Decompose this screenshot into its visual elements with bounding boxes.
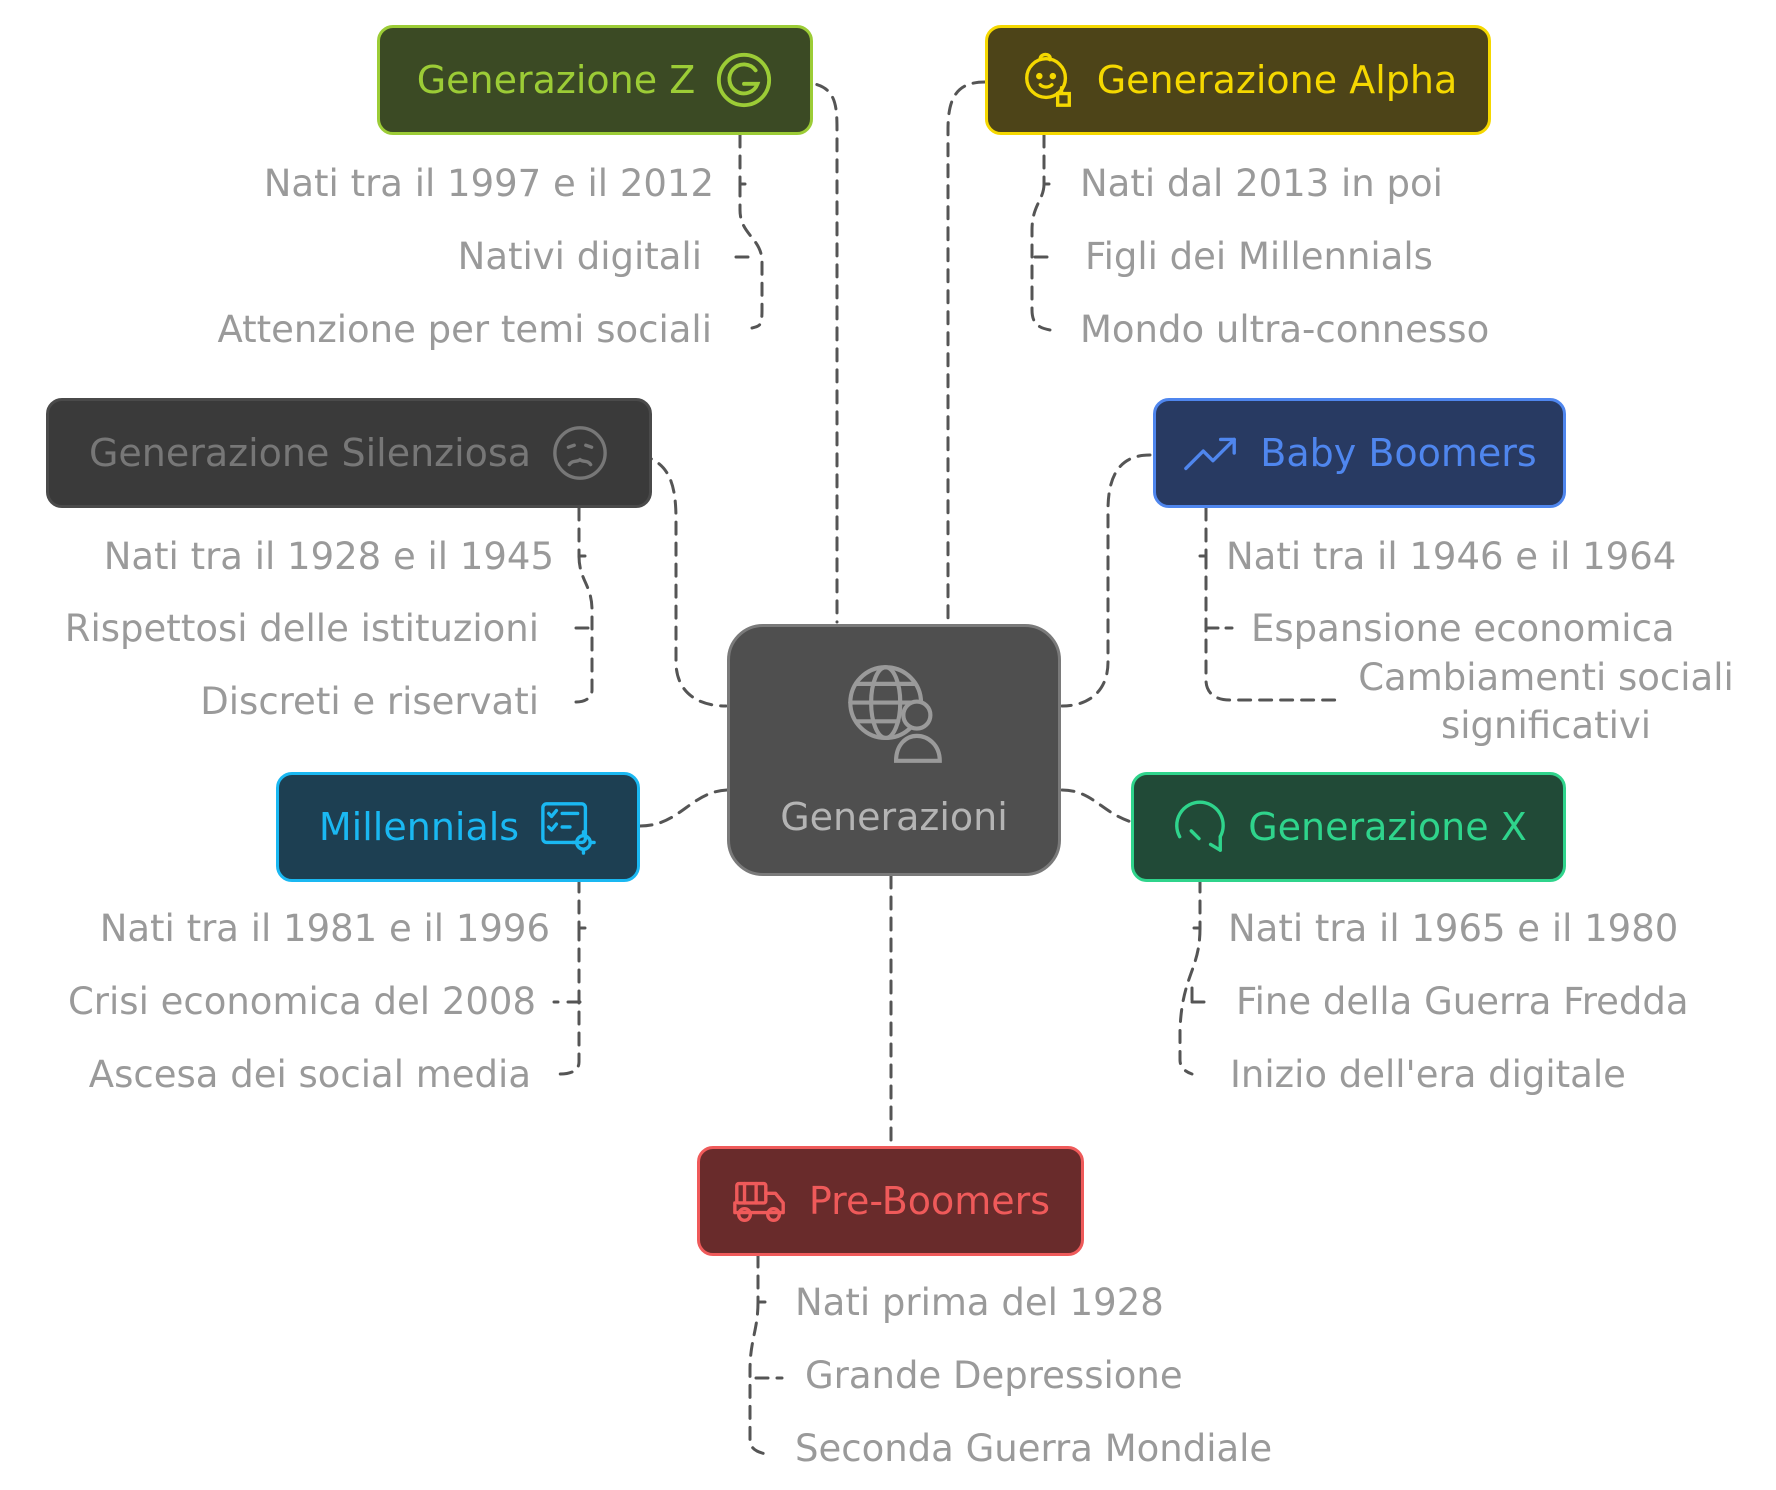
- genx-detail-1: Nati tra il 1965 e il 1980: [1228, 907, 1679, 950]
- center-node[interactable]: Generazioni: [727, 624, 1061, 876]
- genz-detail-3: Attenzione per temi sociali: [217, 308, 712, 351]
- wire-boomers-details: [1193, 506, 1342, 702]
- alpha-detail-2: Figli dei Millennials: [1085, 235, 1433, 278]
- wire-alpha-details: [1030, 133, 1057, 332]
- rotate-arrow-icon: [1170, 798, 1228, 856]
- wire-millennials: [638, 788, 729, 828]
- genz-detail-1: Nati tra il 1997 e il 2012: [263, 162, 714, 205]
- node-generazione-alpha[interactable]: Generazione Alpha: [985, 25, 1491, 135]
- millennials-detail-1: Nati tra il 1981 e il 1996: [99, 907, 550, 950]
- boomers-detail-1: Nati tra il 1946 e il 1964: [1226, 535, 1677, 578]
- center-label: Generazioni: [780, 795, 1008, 839]
- baby-face-icon: [1019, 51, 1077, 109]
- wire-preboomers-details: [748, 1253, 784, 1456]
- preboomers-detail-3: Seconda Guerra Mondiale: [795, 1427, 1273, 1470]
- wire-silent: [638, 453, 728, 708]
- node-baby-boomers[interactable]: Baby Boomers: [1153, 398, 1566, 508]
- wire-genz-details: [730, 133, 764, 330]
- preboomers-detail-2: Grande Depressione: [805, 1354, 1183, 1397]
- millennials-detail-3: Ascesa dei social media: [88, 1053, 531, 1096]
- node-label: Generazione Z: [416, 58, 696, 102]
- wire-boomers: [1060, 453, 1152, 708]
- node-label: Generazione Alpha: [1096, 58, 1458, 102]
- wire-genz: [794, 80, 839, 624]
- node-pre-boomers[interactable]: Pre-Boomers: [697, 1146, 1084, 1256]
- wire-alpha: [946, 80, 987, 624]
- letter-g-icon: [715, 51, 773, 109]
- silent-detail-2: Rispettosi delle istituzioni: [64, 607, 539, 650]
- node-generazione-z[interactable]: Generazione Z: [377, 25, 813, 135]
- globe-person-icon: [842, 661, 946, 769]
- silent-detail-3: Discreti e riservati: [200, 680, 539, 723]
- wire-genx-details: [1178, 878, 1208, 1076]
- preboomers-detail-1: Nati prima del 1928: [795, 1281, 1164, 1324]
- node-label: Millennials: [318, 805, 520, 849]
- silent-detail-1: Nati tra il 1928 e il 1945: [103, 535, 554, 578]
- alpha-detail-3: Mondo ultra-connesso: [1080, 308, 1490, 351]
- alpha-detail-1: Nati dal 2013 in poi: [1080, 162, 1443, 205]
- node-label: Baby Boomers: [1260, 431, 1537, 475]
- node-label: Pre-Boomers: [808, 1179, 1051, 1223]
- genz-detail-2: Nativi digitali: [457, 235, 702, 278]
- node-generazione-silenziosa[interactable]: Generazione Silenziosa: [46, 398, 652, 508]
- genx-detail-2: Fine della Guerra Fredda: [1236, 980, 1689, 1023]
- node-millennials[interactable]: Millennials: [276, 772, 640, 882]
- boomers-detail-2: Espansione economica: [1251, 607, 1675, 650]
- millennials-detail-2: Crisi economica del 2008: [67, 980, 536, 1023]
- node-label: Generazione Silenziosa: [88, 431, 532, 475]
- node-generazione-x[interactable]: Generazione X: [1131, 772, 1566, 882]
- checklist-gear-icon: [539, 798, 597, 856]
- boomers-detail-3: Cambiamenti sociali significativi: [1358, 656, 1734, 747]
- wire-millennials-details: [552, 878, 592, 1076]
- node-label: Generazione X: [1248, 805, 1527, 849]
- trending-up-icon: [1182, 424, 1240, 482]
- genx-detail-3: Inizio dell'era digitale: [1230, 1053, 1626, 1096]
- sad-face-icon: [551, 424, 609, 482]
- wire-silent-details: [568, 506, 594, 704]
- vintage-car-icon: [731, 1172, 789, 1230]
